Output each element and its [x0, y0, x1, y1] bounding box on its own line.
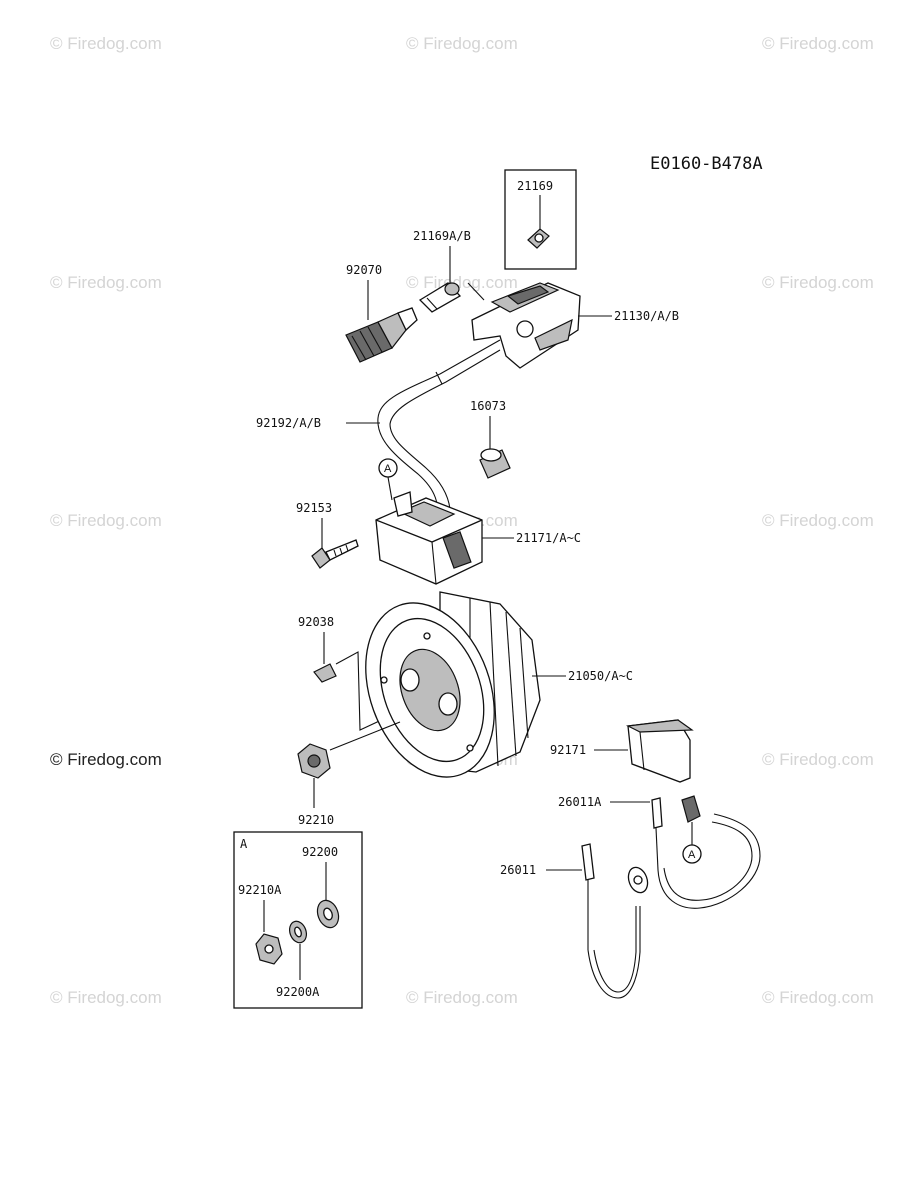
- watermark-primary: © Firedog.com: [50, 750, 162, 769]
- label-92210: 92210: [298, 813, 334, 827]
- lock-washer-icon: [288, 920, 308, 944]
- ignition-lead-92192: 92192/A/B: [256, 339, 501, 523]
- inset-a-title: A: [240, 837, 248, 851]
- label-92153: 92153: [296, 501, 332, 515]
- label-92038: 92038: [298, 615, 334, 629]
- callout-a-coil: A: [378, 458, 398, 501]
- label-21169: 21169: [517, 179, 553, 193]
- plug-boot-21130: 21130/A/B: [467, 282, 679, 369]
- watermark: © Firedog.com: [762, 750, 874, 769]
- label-21169ab: 21169A/B: [413, 229, 471, 243]
- nut-92210: 92210: [297, 721, 401, 827]
- callout-a: A: [688, 849, 696, 861]
- boot-terminal-icon: [527, 228, 550, 249]
- watermark: © Firedog.com: [762, 511, 874, 530]
- clamp-92171: 92171: [550, 719, 694, 783]
- nut-icon: [255, 933, 283, 965]
- label-92192ab: 92192/A/B: [256, 416, 321, 430]
- inset-21169: 21169: [504, 169, 577, 270]
- label-26011a: 26011A: [558, 795, 602, 809]
- label-21130ab: 21130/A/B: [614, 309, 679, 323]
- callout-a: A: [384, 463, 392, 475]
- watermark: © Firedog.com: [50, 273, 162, 292]
- flywheel-21050: 21050/A~C: [365, 591, 633, 778]
- watermark: © Firedog.com: [50, 34, 162, 53]
- label-92070: 92070: [346, 263, 382, 277]
- watermark: © Firedog.com: [762, 273, 874, 292]
- label-21050ac: 21050/A~C: [568, 669, 633, 683]
- watermark: © Firedog.com: [406, 988, 518, 1007]
- watermark: © Firedog.com: [50, 988, 162, 1007]
- terminal-21169ab: 21169A/B: [413, 229, 471, 313]
- diagram-code: E0160-B478A: [650, 154, 763, 174]
- watermark: © Firedog.com: [762, 34, 874, 53]
- spark-plug-icon: [345, 307, 418, 363]
- watermark: © Firedog.com: [762, 988, 874, 1007]
- label-92200a: 92200A: [276, 985, 320, 999]
- watermark: © Firedog.com: [406, 34, 518, 53]
- connector-spring-icon: [418, 282, 462, 313]
- label-16073: 16073: [470, 399, 506, 413]
- spark-plug-92070: 92070: [345, 263, 418, 363]
- label-92200: 92200: [302, 845, 338, 859]
- label-26011: 26011: [500, 863, 536, 877]
- screw-icon: [311, 539, 359, 569]
- inset-a: A 92200 92210A 92200A: [233, 831, 363, 1009]
- washer-icon: [316, 899, 340, 929]
- watermark: © Firedog.com: [50, 511, 162, 530]
- watermark: © Firedog.com: [406, 273, 518, 292]
- lead-wire-26011a: 26011A A: [558, 795, 761, 909]
- spacer-icon: [479, 448, 511, 479]
- ignition-coil-21171: 21171/A~C: [375, 491, 581, 585]
- label-21171ac: 21171/A~C: [516, 531, 581, 545]
- woodruff-key-icon: [313, 663, 337, 683]
- label-92171: 92171: [550, 743, 586, 757]
- screw-92153: 92153: [296, 501, 359, 569]
- label-92210a: 92210A: [238, 883, 282, 897]
- ground-wire-26011: 26011: [500, 843, 649, 999]
- spacer-16073: 16073: [470, 399, 511, 479]
